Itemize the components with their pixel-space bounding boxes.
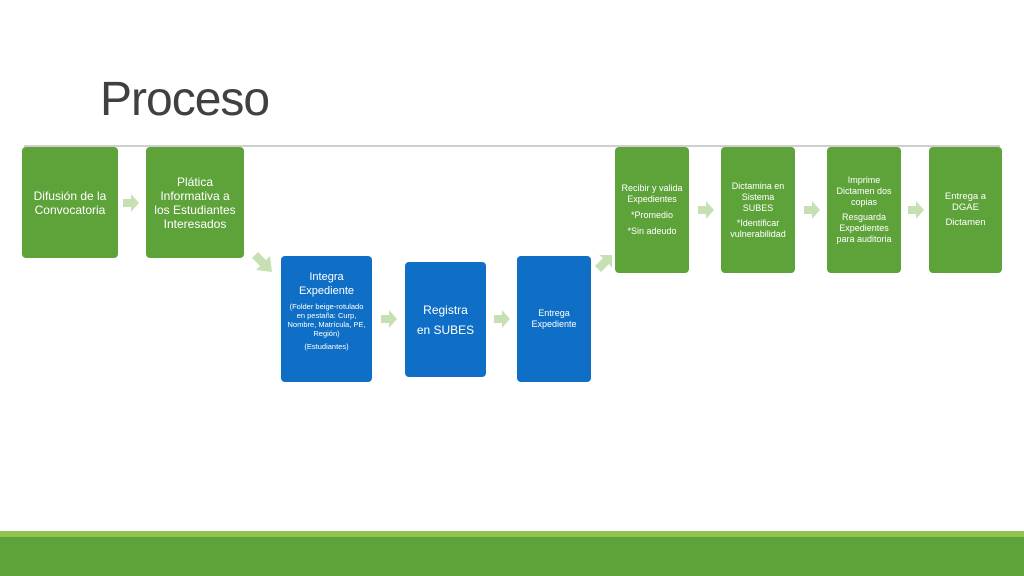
step-recibir-line1: Recibir y valida Expedientes <box>621 183 683 204</box>
step-recibir-line2: *Promedio <box>630 210 674 220</box>
arrow-right-icon <box>908 201 924 219</box>
step-integra-detail: (Folder beige-rotulado en pestaña: Curp,… <box>287 302 366 338</box>
step-difusion: Difusión de la Convocatoria <box>22 147 118 258</box>
step-entrega-dgae-line1: Entrega a DGAE <box>944 191 987 213</box>
step-integra-heading: Integra Expediente <box>298 271 355 297</box>
step-imprime: Imprime Dictamen dos copias Resguarda Ex… <box>827 147 901 273</box>
step-registra-line2: en SUBES <box>416 322 475 337</box>
step-difusion-label: Difusión de la Convocatoria <box>33 188 107 217</box>
step-imprime-line1: Imprime Dictamen dos copias <box>836 175 892 207</box>
step-registra: Registra en SUBES <box>405 262 486 377</box>
slide-title: Proceso <box>100 73 270 126</box>
step-platica: Plática Informativa a los Estudiantes In… <box>146 147 244 258</box>
arrow-right-icon <box>698 201 714 219</box>
step-entrega-expediente: Entrega Expediente <box>517 256 591 382</box>
step-dictamina-line2: *Identificar vulnerabilidad <box>730 217 786 239</box>
step-entrega-dgae: Entrega a DGAE Dictamen <box>929 147 1002 273</box>
step-imprime-line2: Resguarda Expedientes para auditoria <box>836 212 892 244</box>
arrow-right-icon <box>381 310 397 328</box>
step-entrega-dgae-line2: Dictamen <box>945 217 986 228</box>
footer-bar <box>0 537 1024 576</box>
step-dictamina-line1: Dictamina en Sistema SUBES <box>731 180 785 213</box>
arrow-right-icon <box>123 194 139 212</box>
footer-accent-bar <box>0 531 1024 537</box>
step-registra-line1: Registra <box>423 302 468 317</box>
step-recibir-line3: *Sin adeudo <box>627 226 677 236</box>
title-divider <box>24 145 1000 147</box>
step-entrega-expediente-label: Entrega Expediente <box>531 308 577 329</box>
step-integra: Integra Expediente (Folder beige-rotulad… <box>281 256 372 382</box>
arrow-right-icon <box>804 201 820 219</box>
step-recibir: Recibir y valida Expedientes *Promedio *… <box>615 147 689 273</box>
arrow-down-right-icon <box>252 252 272 272</box>
step-dictamina: Dictamina en Sistema SUBES *Identificar … <box>721 147 795 273</box>
step-platica-label: Plática Informativa a los Estudiantes In… <box>154 174 236 231</box>
arrow-up-right-icon <box>595 255 612 272</box>
step-integra-note: (Estudiantes) <box>304 342 349 351</box>
arrow-right-icon <box>494 310 510 328</box>
